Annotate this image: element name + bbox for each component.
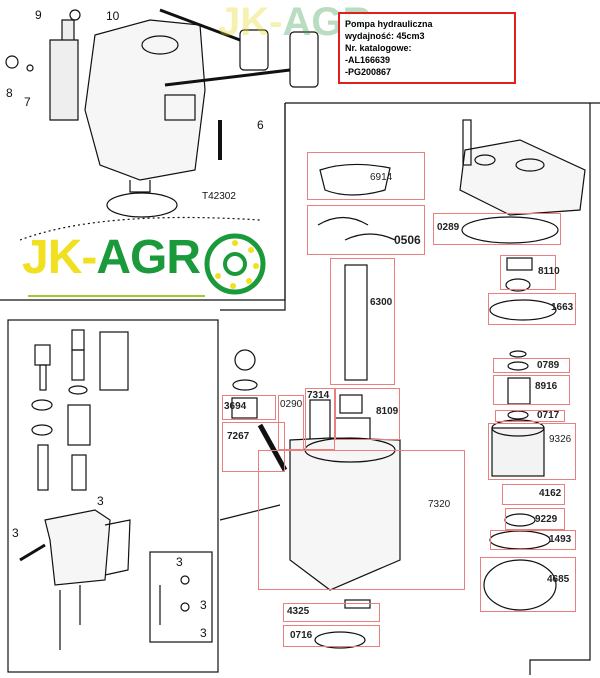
callout-7: 7 [24, 95, 31, 109]
part-label-0290: 0290 [280, 399, 303, 410]
info-line: -AL166639 [345, 55, 391, 65]
part-box-6300 [330, 258, 395, 385]
logo-part-jk: JK- [218, 0, 283, 44]
part-label-6914: 6914 [370, 172, 393, 183]
detail-inset-2 [99, 331, 129, 391]
callout-oring: T42302 [202, 191, 236, 202]
part-label-8109: 8109 [376, 406, 399, 417]
part-box-6914 [307, 152, 425, 200]
callout-6: 6 [257, 118, 264, 132]
part-label-8916: 8916 [535, 381, 558, 392]
part-label-7267: 7267 [227, 431, 250, 442]
callout-8: 8 [6, 86, 13, 100]
jk-agro-bearing-logo [28, 233, 266, 297]
part-box-0789 [493, 358, 570, 373]
part-box-8110 [500, 255, 556, 290]
exploded-parts-drawing [219, 119, 586, 649]
part-label-0506: 0506 [394, 233, 421, 247]
main-pump-drawing [5, 8, 291, 218]
part-label-3694: 3694 [224, 401, 247, 412]
part-label-0289: 0289 [437, 222, 460, 233]
part-label-9229: 9229 [535, 514, 558, 525]
part-box-0717 [495, 410, 565, 422]
detail-inset [149, 551, 213, 643]
part-label-7320: 7320 [428, 499, 451, 510]
part-box-7320 [258, 450, 465, 590]
callout-9: 9 [35, 8, 42, 22]
part-box-3694 [222, 395, 276, 420]
info-line: wydajność: 45cm3 [345, 31, 425, 41]
part-box-0716 [283, 625, 380, 647]
callout-3: 3 [176, 555, 183, 569]
part-box-1493 [490, 530, 576, 550]
left-panel-frame [7, 319, 219, 673]
part-label-1663: 1663 [551, 302, 574, 313]
info-line: Nr. katalogowe: [345, 43, 412, 53]
part-label-8110: 8110 [538, 266, 560, 277]
valve-parts-drawing [19, 329, 190, 650]
info-line: Pompa hydrauliczna [345, 19, 433, 29]
part-label-0717: 0717 [537, 410, 560, 421]
part-box-7267 [222, 422, 285, 472]
part-box-4685 [480, 557, 576, 612]
part-box-8916 [493, 375, 570, 405]
callout-3: 3 [200, 626, 207, 640]
part-label-6300: 6300 [370, 297, 393, 308]
part-box-4325 [283, 603, 380, 622]
part-box-1663 [488, 293, 576, 325]
part-label-4162: 4162 [539, 488, 562, 499]
part-label-0716: 0716 [290, 630, 313, 641]
part-label-0789: 0789 [537, 360, 560, 371]
callout-3: 3 [97, 494, 104, 508]
part-label-1493: 1493 [549, 534, 572, 545]
part-box-8109 [335, 388, 400, 440]
part-box-7314 [305, 388, 335, 450]
part-label-4325: 4325 [287, 606, 310, 617]
callout-3: 3 [200, 598, 207, 612]
right-panel-frame [220, 103, 591, 675]
product-info-box: Pompa hydrauliczna wydajność: 45cm3 Nr. … [338, 12, 516, 84]
callout-10: 10 [106, 9, 120, 23]
part-box-9229 [505, 508, 565, 530]
part-box-0506 [307, 205, 425, 255]
part-box-9326 [488, 423, 576, 480]
part-label-7314: 7314 [307, 390, 330, 401]
part-box-4162 [502, 484, 565, 505]
callout-3: 3 [12, 526, 19, 540]
jk-agro-logo: JK-AGR [22, 230, 201, 285]
part-box-0289 [433, 213, 561, 245]
logo-part-agr: AGR [96, 231, 201, 284]
part-label-4685: 4685 [547, 574, 570, 585]
part-label-9326: 9326 [549, 434, 572, 445]
logo-part-jk: JK- [22, 231, 97, 284]
info-line: -PG200867 [345, 67, 392, 77]
